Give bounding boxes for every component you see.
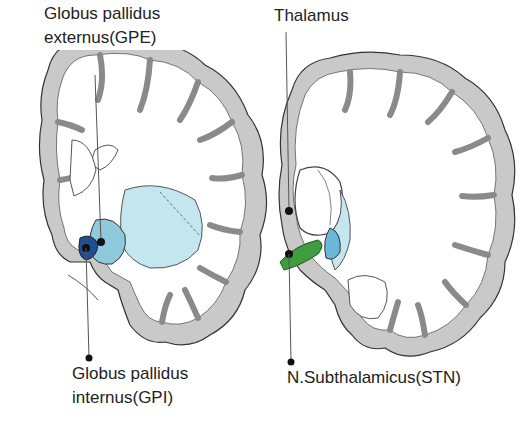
leader-lines (82, 32, 295, 366)
callout-label: Thalamus (272, 4, 351, 28)
right-coronal-slice (279, 52, 515, 356)
callout-label: N.Subthalamicus(STN) (285, 366, 463, 390)
left-coronal-slice (39, 35, 266, 345)
callout-label: Globus pallidus internus(GPI) (70, 362, 224, 410)
callout-label: Globus pallidus externus(GPE) (42, 2, 196, 50)
